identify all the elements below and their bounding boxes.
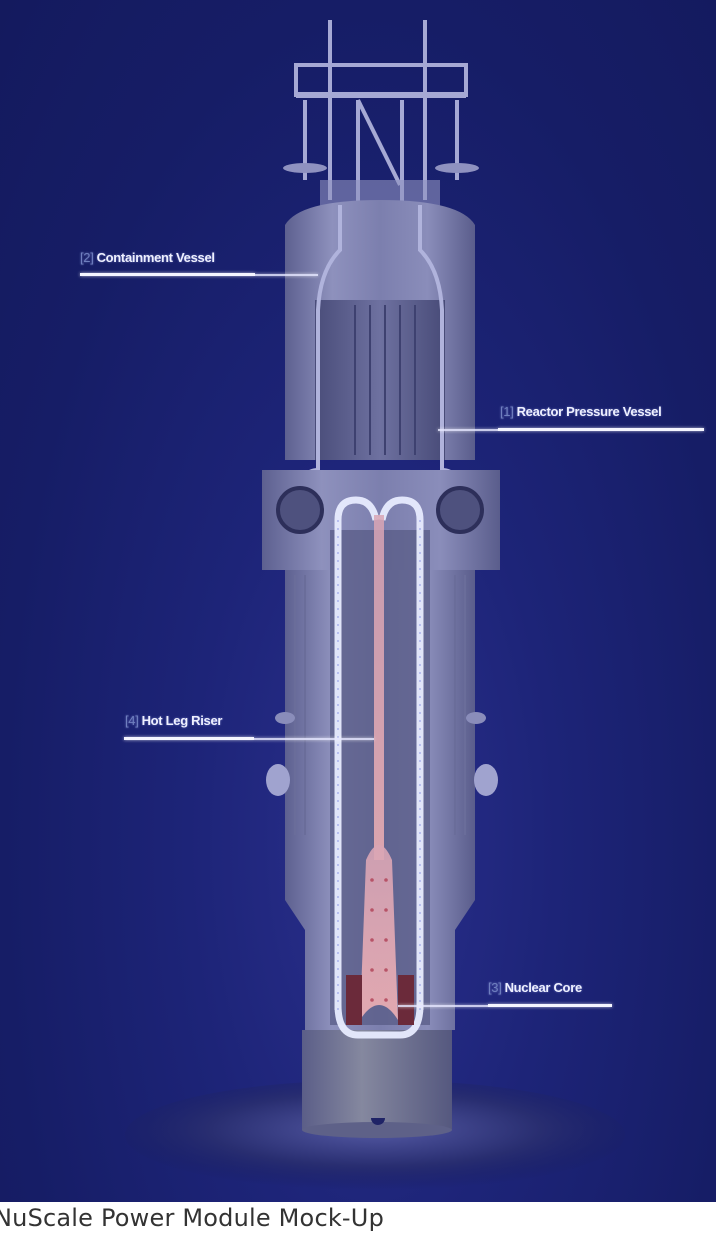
leader-line-hot-leg-riser-extension bbox=[254, 738, 374, 740]
label-nuclear-core: [3]Nuclear Core bbox=[488, 980, 582, 995]
leader-line-containment-vessel-extension bbox=[255, 274, 318, 276]
leader-line-nuclear-core bbox=[488, 1004, 612, 1007]
leader-line-containment-vessel bbox=[80, 273, 255, 276]
reactor-module-illustration bbox=[125, 20, 625, 1190]
reactor-diagram: [2]Containment Vessel [1]Reactor Pressur… bbox=[0, 0, 716, 1202]
leader-line-nuclear-core-extension bbox=[398, 1005, 488, 1007]
label-text: Nuclear Core bbox=[504, 980, 583, 995]
label-reactor-pressure-vessel: [1]Reactor Pressure Vessel bbox=[500, 404, 662, 419]
label-containment-vessel: [2]Containment Vessel bbox=[80, 250, 215, 265]
leader-line-reactor-pressure-vessel-extension bbox=[438, 429, 498, 431]
label-number: [4] bbox=[125, 713, 139, 728]
label-text: Reactor Pressure Vessel bbox=[516, 404, 662, 419]
label-number: [2] bbox=[80, 250, 94, 265]
leader-line-hot-leg-riser bbox=[124, 737, 254, 740]
label-text: Containment Vessel bbox=[96, 250, 215, 265]
label-number: [3] bbox=[488, 980, 502, 995]
label-text: Hot Leg Riser bbox=[141, 713, 223, 728]
leader-line-reactor-pressure-vessel bbox=[498, 428, 704, 431]
figure-caption: NuScale Power Module Mock-Up bbox=[0, 1204, 384, 1232]
label-number: [1] bbox=[500, 404, 514, 419]
label-hot-leg-riser: [4]Hot Leg Riser bbox=[125, 713, 222, 728]
